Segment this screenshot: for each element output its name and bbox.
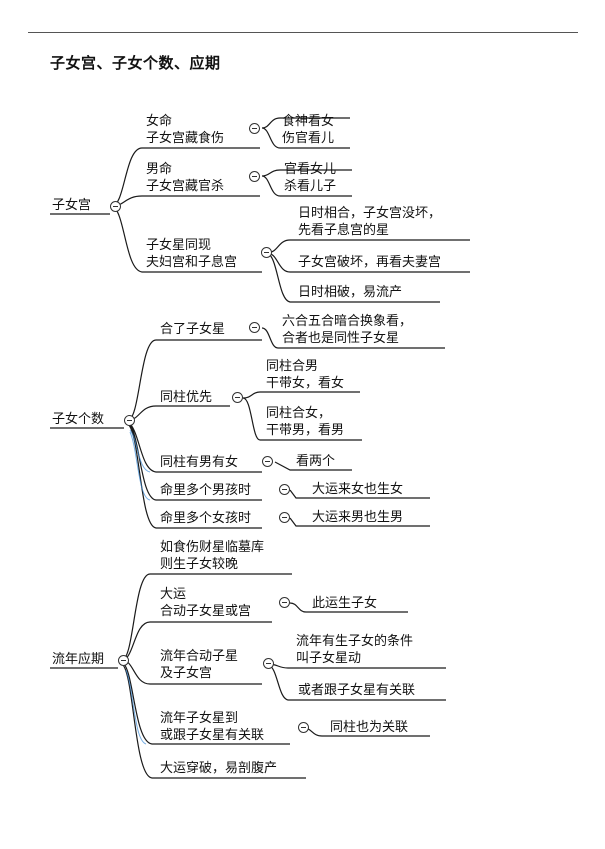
branch-tongzhu: [242, 391, 362, 441]
node-tongzhu-youxian: 同柱优先: [160, 390, 213, 405]
node-huozhe: 或者跟子女星有关联: [298, 683, 416, 698]
node-nvming-kids: 食神看女伤官看儿: [282, 114, 335, 146]
collapse-icon[interactable]: [118, 655, 129, 666]
branch-duonan: [289, 489, 430, 499]
node-zinvgeshu: 子女个数: [52, 412, 105, 427]
node-rishi-xiangpo: 日时相破，易流产: [298, 285, 403, 300]
node-hele-note: 六合五合暗合换象看，合者也是同性子女星: [282, 314, 413, 346]
node-duo-nanhai-note: 大运来女也生女: [312, 482, 404, 497]
node-liunian-tiaojian: 流年有生子女的条件叫子女星动: [296, 634, 414, 666]
collapse-icon[interactable]: [110, 201, 121, 212]
node-tongzhu-nannv: 同柱有男有女: [160, 455, 239, 470]
accent-zinvgeshu: [129, 429, 151, 501]
branch-liunian: [121, 573, 306, 779]
node-tongzhu-guanlian: 同柱也为关联: [330, 720, 409, 735]
branch-tongzhu-nannv: [274, 461, 352, 471]
collapse-icon[interactable]: [124, 415, 135, 426]
node-dayun-hedong: 大运合动子女星或宫: [160, 587, 252, 619]
node-liunian-hedong: 流年合动子星及子女宫: [160, 649, 239, 681]
node-duo-nvhai-note: 大运来男也生男: [312, 510, 404, 525]
node-duo-nvhai: 命里多个女孩时: [160, 511, 252, 526]
branch-duonv: [289, 517, 430, 527]
node-hele: 合了子女星: [160, 322, 226, 337]
collapse-icon[interactable]: [249, 171, 260, 182]
node-dayun-chuanpo: 大运穿破，易剖腹产: [160, 761, 278, 776]
node-nanming: 男命子女宫藏官杀: [146, 162, 225, 194]
page-title: 子女宫、子女个数、应期: [50, 54, 221, 72]
collapse-icon[interactable]: [263, 658, 274, 669]
node-gong-pohuai: 子女宫破坏，再看夫妻宫: [298, 255, 442, 270]
collapse-icon[interactable]: [232, 392, 243, 403]
branch-nanming: [261, 169, 352, 197]
node-nvming: 女命子女宫藏食伤: [146, 114, 225, 146]
top-rule: [28, 32, 578, 33]
collapse-icon[interactable]: [298, 722, 309, 733]
node-tongzhu-nan: 同柱合男干带女，看女: [266, 359, 345, 391]
node-ciyun: 此运生子女: [312, 596, 378, 611]
branch-dayun-hedong: [289, 602, 408, 613]
branch-zinvgeshu: [127, 339, 262, 529]
node-ru-shishang: 如食伤财星临墓库则生子女较晚: [160, 540, 265, 572]
collapse-icon[interactable]: [279, 512, 290, 523]
node-xingtongxian: 子女星同现夫妇宫和子息宫: [146, 238, 238, 270]
collapse-icon[interactable]: [261, 247, 272, 258]
branch-hele: [261, 327, 445, 349]
node-liunian: 流年应期: [52, 652, 105, 667]
node-kan-liangge: 看两个: [296, 454, 336, 469]
collapse-icon[interactable]: [279, 484, 290, 495]
collapse-icon[interactable]: [249, 322, 260, 333]
collapse-icon[interactable]: [249, 123, 260, 134]
accent-liunian: [125, 669, 147, 745]
node-rishi-xianghe: 日时相合，子女宫没坏，先看子息宫的星: [298, 206, 442, 238]
node-duo-nanhai: 命里多个男孩时: [160, 483, 252, 498]
node-liunian-dao: 流年子女星到或跟子女星有关联: [160, 711, 265, 743]
collapse-icon[interactable]: [262, 456, 273, 467]
branch-nvming: [261, 117, 350, 149]
node-zinvgong: 子女宫: [52, 198, 92, 213]
node-tongzhu-nv: 同柱合女，干带男，看男: [266, 406, 345, 438]
collapse-icon[interactable]: [279, 597, 290, 608]
node-nanming-kids: 官看女儿杀看儿子: [284, 162, 337, 194]
